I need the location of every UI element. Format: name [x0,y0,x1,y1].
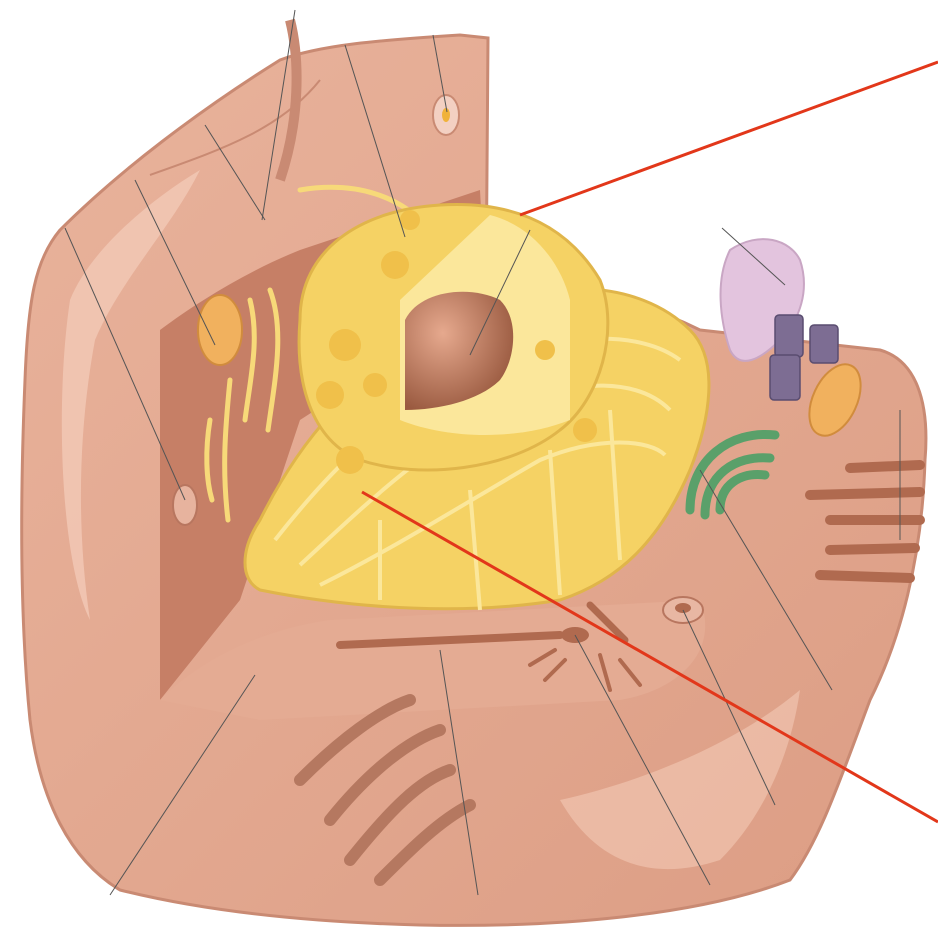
mitochondrion-left-icon [198,295,242,365]
vesicle-bottom-core [675,603,691,613]
vacuole-left-icon [173,485,197,525]
vesicle-top-core [442,108,450,122]
highlight-nucleus-callout [520,62,938,215]
